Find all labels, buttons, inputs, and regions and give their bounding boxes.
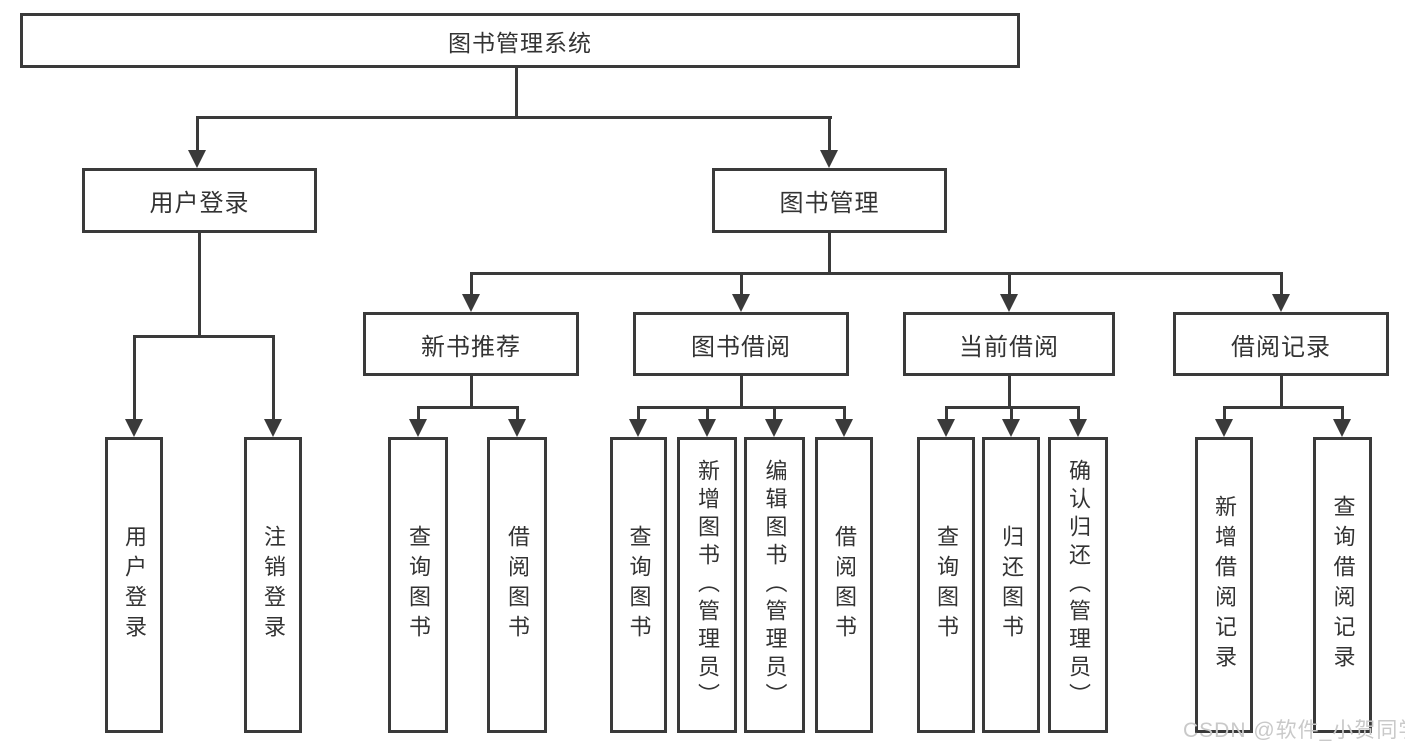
- connector-line: [1280, 272, 1283, 298]
- connector-line: [1280, 376, 1283, 409]
- connector-line: [740, 376, 743, 409]
- leaf-borrow-book: 借阅图书: [815, 437, 873, 733]
- arrowhead-icon: [264, 419, 282, 437]
- arrowhead-icon: [462, 294, 480, 312]
- connector-line: [516, 406, 519, 423]
- connector-line: [133, 335, 136, 423]
- connector-line: [1008, 272, 1011, 298]
- connector-line: [1341, 406, 1344, 423]
- node-book-management: 图书管理: [712, 168, 947, 233]
- leaf-query-book-current: 查询图书: [917, 437, 975, 733]
- arrowhead-icon: [629, 419, 647, 437]
- leaf-add-book-admin: 新增图书（管理员）: [677, 437, 737, 733]
- arrowhead-icon: [125, 419, 143, 437]
- arrowhead-icon: [698, 419, 716, 437]
- connector-line: [637, 406, 846, 409]
- leaf-user-login: 用户登录: [105, 437, 163, 733]
- arrowhead-icon: [1333, 419, 1351, 437]
- arrowhead-icon: [188, 150, 206, 168]
- arrowhead-icon: [508, 419, 526, 437]
- node-current-borrow: 当前借阅: [903, 312, 1115, 376]
- connector-line: [133, 335, 275, 338]
- leaf-edit-book-admin: 编辑图书（管理员）: [744, 437, 805, 733]
- connector-line: [417, 406, 420, 423]
- leaf-logout: 注销登录: [244, 437, 302, 733]
- connector-line: [196, 116, 832, 119]
- arrowhead-icon: [937, 419, 955, 437]
- arrowhead-icon: [1215, 419, 1233, 437]
- node-borrow-record: 借阅记录: [1173, 312, 1389, 376]
- watermark: CSDN @软件_小贺同学: [1183, 719, 1405, 742]
- connector-line: [1008, 376, 1011, 409]
- connector-line: [1010, 406, 1013, 423]
- arrowhead-icon: [820, 150, 838, 168]
- connector-line: [198, 233, 201, 338]
- leaf-borrow-book-recommend: 借阅图书: [487, 437, 547, 733]
- connector-line: [1223, 406, 1226, 423]
- connector-line: [843, 406, 846, 423]
- connector-line: [470, 376, 473, 409]
- arrowhead-icon: [765, 419, 783, 437]
- connector-line: [828, 116, 831, 154]
- leaf-confirm-return-admin: 确认归还（管理员）: [1048, 437, 1108, 733]
- connector-line: [828, 233, 831, 275]
- connector-line: [470, 272, 473, 298]
- leaf-query-book-borrow: 查询图书: [610, 437, 667, 733]
- connector-line: [740, 272, 743, 298]
- connector-line: [196, 116, 199, 154]
- leaf-query-borrow-record: 查询借阅记录: [1313, 437, 1372, 733]
- connector-line: [773, 406, 776, 423]
- connector-line: [706, 406, 709, 423]
- connector-line: [945, 406, 948, 423]
- connector-line: [417, 406, 519, 409]
- arrowhead-icon: [835, 419, 853, 437]
- connector-line: [1223, 406, 1343, 409]
- arrowhead-icon: [1000, 294, 1018, 312]
- leaf-add-borrow-record: 新增借阅记录: [1195, 437, 1253, 733]
- arrowhead-icon: [1002, 419, 1020, 437]
- connector-line: [272, 335, 275, 423]
- leaf-return-book: 归还图书: [982, 437, 1040, 733]
- connector-line: [1077, 406, 1080, 423]
- node-root: 图书管理系统: [20, 13, 1020, 68]
- arrowhead-icon: [1272, 294, 1290, 312]
- node-new-book-recommend: 新书推荐: [363, 312, 579, 376]
- connector-line: [515, 68, 518, 119]
- arrowhead-icon: [732, 294, 750, 312]
- node-book-borrow: 图书借阅: [633, 312, 849, 376]
- node-user-login: 用户登录: [82, 168, 317, 233]
- connector-line: [637, 406, 640, 423]
- connector-line: [470, 272, 1283, 275]
- leaf-query-book-recommend: 查询图书: [388, 437, 448, 733]
- arrowhead-icon: [409, 419, 427, 437]
- arrowhead-icon: [1069, 419, 1087, 437]
